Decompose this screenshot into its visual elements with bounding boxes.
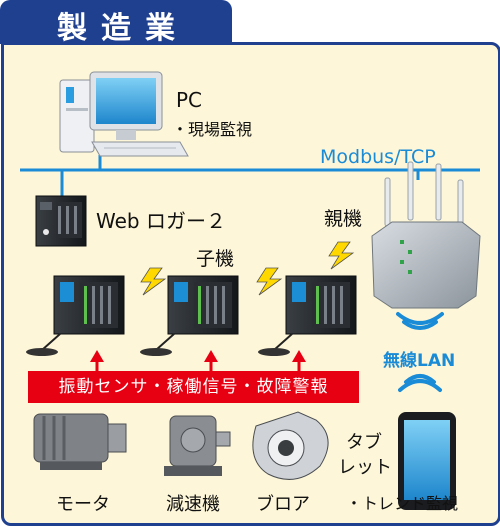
signal-arrow-icon — [90, 350, 104, 372]
tablet-label-line1: タブ — [346, 432, 382, 453]
signal-banner-text: 振動センサ・稼働信号・故障警報 — [58, 377, 329, 397]
logger-label: Web ロガー２ — [96, 209, 226, 233]
pc-icon — [59, 71, 189, 157]
blower-icon — [252, 411, 329, 480]
signal-arrow-icon — [292, 350, 306, 372]
tablet-label-line2: レット — [338, 457, 392, 478]
pc-note: ・現場監視 — [172, 120, 253, 139]
equipment-label-motor: モータ — [56, 494, 110, 515]
signal-arrow-icon — [204, 350, 218, 372]
motor-icon — [33, 413, 127, 470]
web-logger-icon — [35, 195, 87, 247]
wireless-bolt-icon — [140, 267, 167, 296]
equipment-label-blower: ブロア — [256, 494, 310, 515]
pc-label: PC — [176, 88, 203, 112]
tablet-icon — [398, 412, 456, 510]
modbus-bus-line — [20, 155, 480, 198]
parent-label: 親機 — [324, 208, 363, 230]
title-tab: 製造業 — [0, 0, 232, 46]
equipment-label-reducer: 減速機 — [166, 494, 220, 515]
parent-unit-icon — [371, 161, 481, 309]
wireless-bolt-icon — [256, 267, 283, 296]
wireless-label: 無線LAN — [383, 351, 456, 371]
child-unit-icon — [26, 275, 125, 356]
child-unit-icon — [258, 275, 357, 356]
wireless-wave-icon — [396, 312, 444, 392]
child-label: 子機 — [196, 248, 235, 270]
child-unit-icon — [140, 275, 239, 356]
bus-label: Modbus/TCP — [320, 146, 436, 168]
title: 製造業 — [57, 11, 189, 46]
tablet-note: ・トレンド監視 — [346, 494, 459, 513]
signal-banner: 振動センサ・稼働信号・故障警報 — [28, 371, 359, 403]
wireless-bolt-icon — [328, 241, 355, 270]
reducer-icon — [164, 415, 231, 476]
